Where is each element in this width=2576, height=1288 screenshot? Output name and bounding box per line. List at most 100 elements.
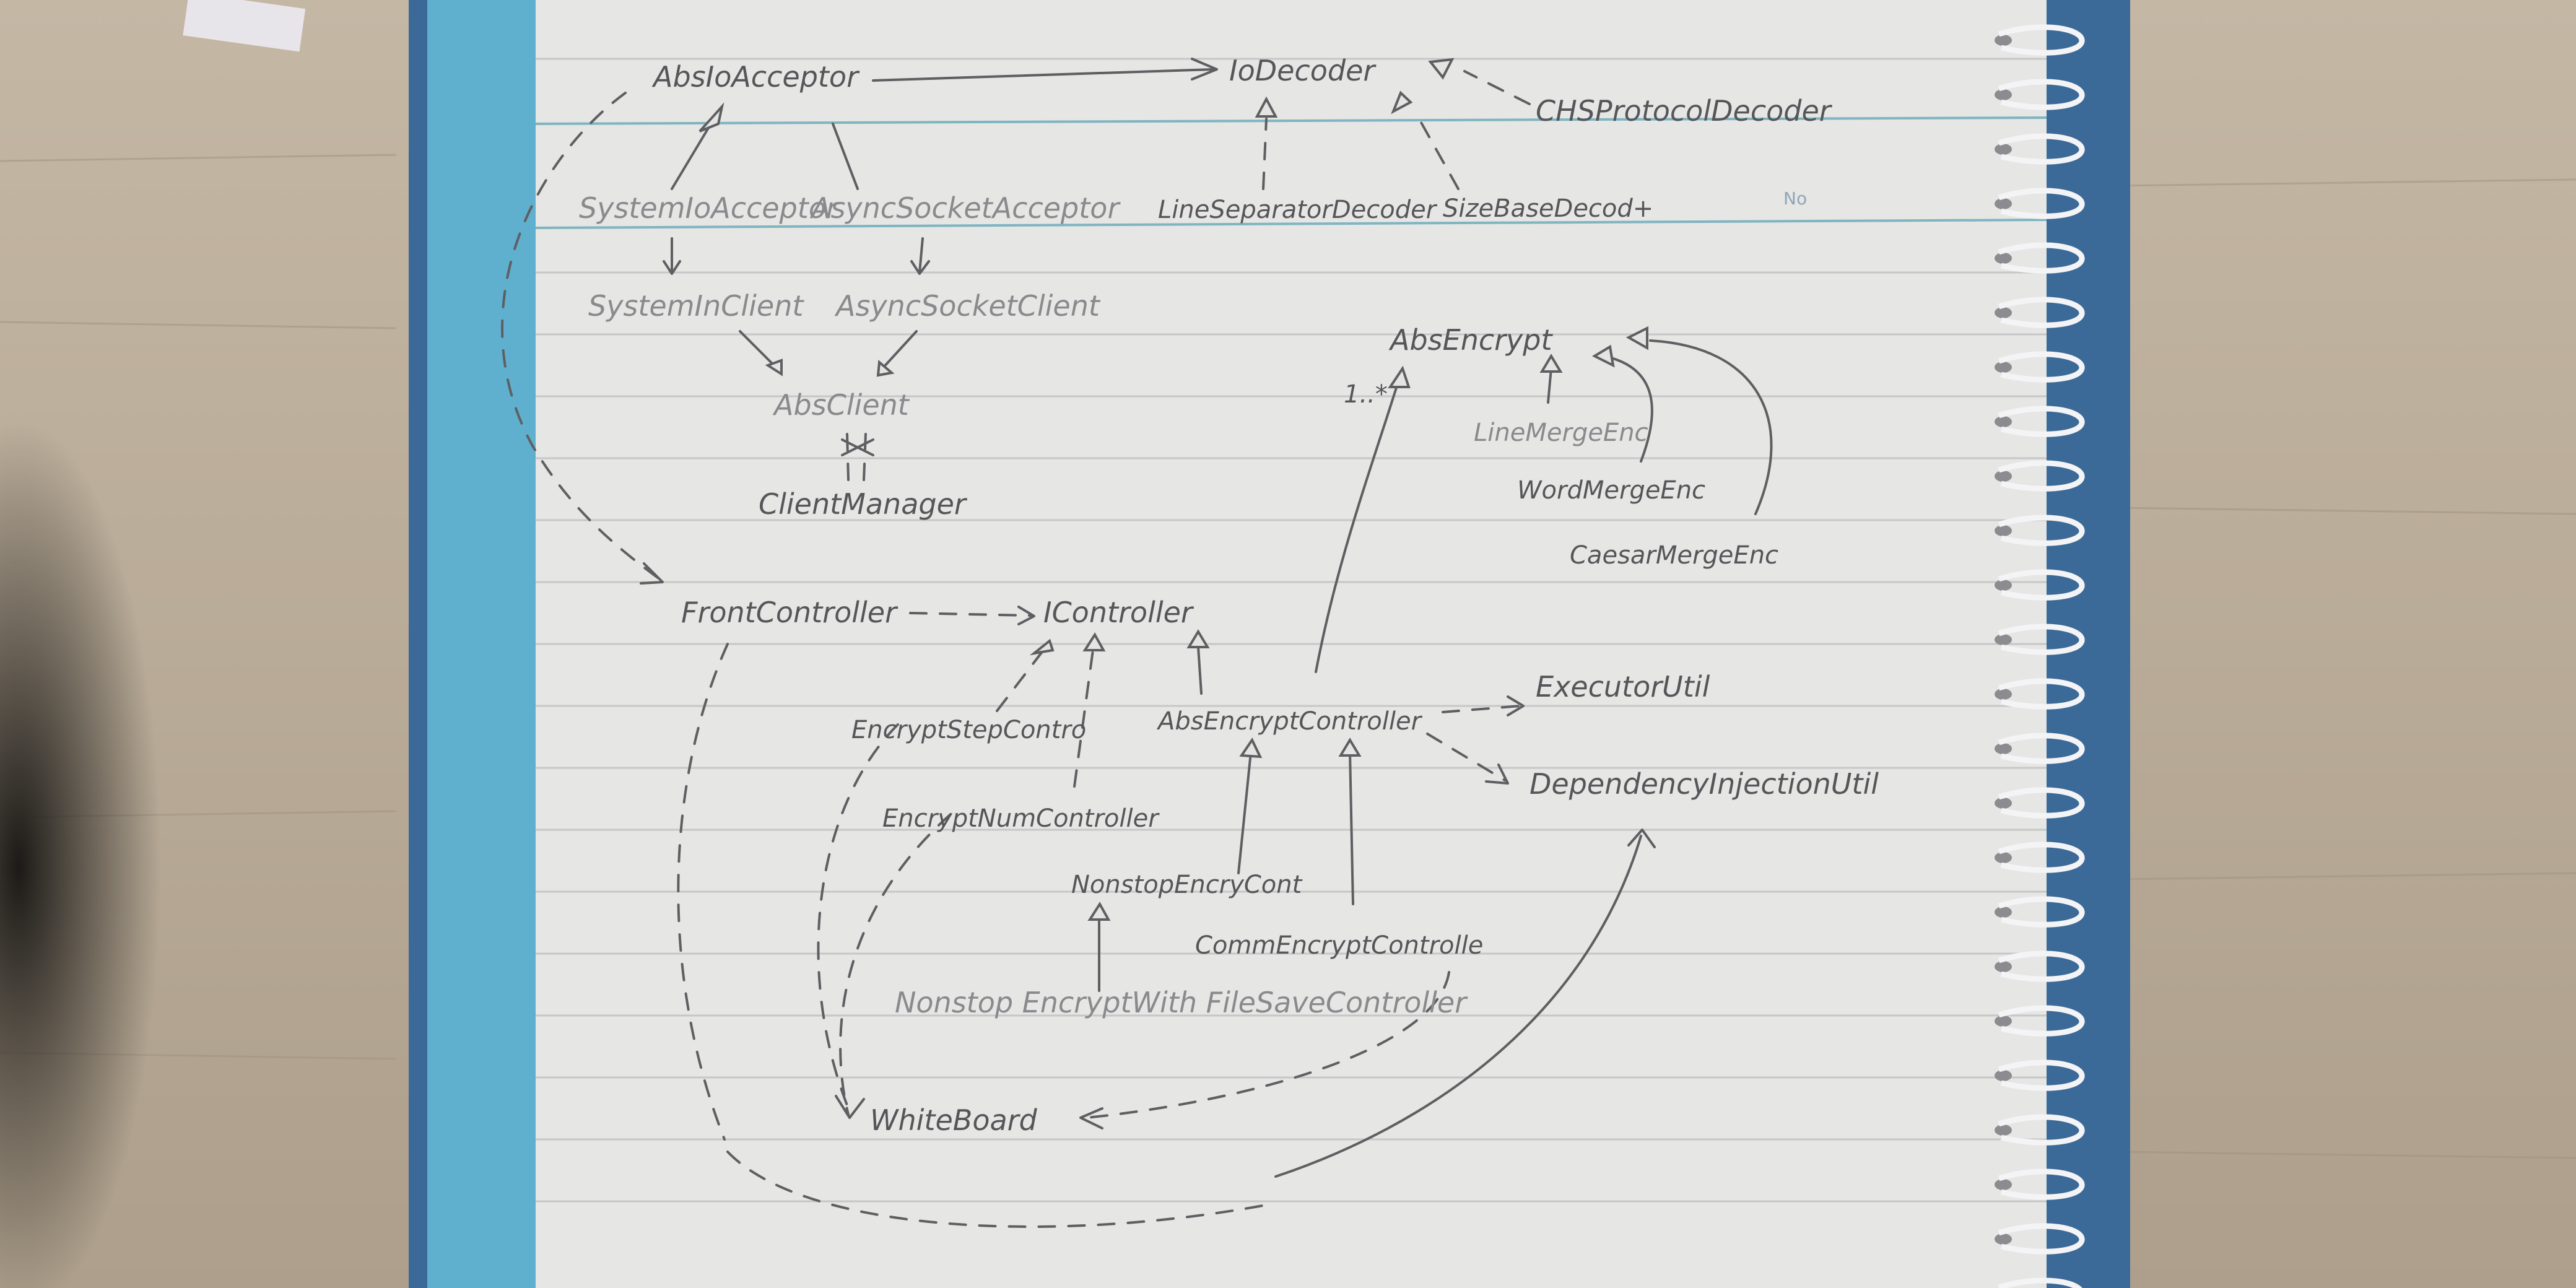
binding-hole	[1995, 634, 2012, 645]
node-dependency-injection-util: DependencyInjectionUtil	[1530, 767, 1879, 801]
node-executor-util: ExecutorUtil	[1536, 670, 1710, 703]
edge-comm-whiteboard	[1086, 971, 1450, 1119]
binding-ring	[1998, 733, 2085, 764]
arrowhead-frontcontroller	[640, 562, 664, 585]
ruled-lines	[536, 58, 2047, 1203]
binding-hole	[1995, 35, 2012, 46]
tri-nonstop	[1087, 902, 1111, 921]
tri-iodecoder-right	[1428, 58, 1455, 80]
header-lines	[535, 116, 2047, 229]
arrowhead-whiteboard-left	[835, 1095, 865, 1119]
binding-hole	[1995, 1179, 2012, 1190]
edge-systemio-absio	[671, 126, 710, 190]
notebook-spine-blue	[427, 0, 536, 1288]
edge-asyncacc-absio	[832, 123, 859, 190]
binding-hole	[1995, 743, 2012, 754]
tri-absclient-left	[765, 359, 783, 376]
edge-bottom-arc	[726, 1151, 1271, 1228]
binding-hole	[1995, 307, 2012, 318]
edge-systeminclient-absclient	[739, 330, 778, 370]
edge-encnum-whiteboard	[839, 813, 952, 1116]
binding-hole	[1995, 852, 2012, 863]
paper-scrap	[183, 0, 306, 52]
edge-asyncclient-absclient	[881, 330, 918, 370]
binding-hole	[1995, 471, 2012, 482]
binding-hole	[1995, 144, 2012, 155]
node-word-merge-enc: WordMergeEnc	[1517, 476, 1705, 505]
tri-icontroller-3	[1186, 629, 1210, 648]
edge-encnum-icontroller	[1073, 649, 1094, 788]
binding-hole	[1995, 416, 2012, 427]
arrowhead-executor	[1507, 695, 1525, 716]
node-nonstop-encrypt-filesave-controller: Nonstop EncryptWith FileSaveController	[895, 986, 1468, 1019]
arrowhead-asyncclient	[910, 260, 930, 275]
edge-clientmanager-absclient-2	[863, 432, 867, 481]
binding-ring	[1998, 842, 2085, 873]
node-abs-io-acceptor: AbsIoAcceptor	[651, 60, 860, 94]
node-line-separator-decoder: LineSeparatorDecoder	[1158, 196, 1438, 224]
binding-ring	[1998, 297, 2085, 328]
multiplicity-label: 1..*	[1344, 380, 1388, 409]
node-io-decoder: IoDecoder	[1229, 54, 1377, 87]
diagram-edges	[501, 58, 1773, 1228]
node-size-base-decoder: SizeBaseDecod+	[1443, 194, 1653, 223]
binding-ring	[1998, 951, 2085, 982]
binding-hole	[1995, 1016, 2012, 1027]
node-async-socket-acceptor: AsyncSocketAcceptor	[809, 191, 1121, 225]
binding-hole	[1995, 198, 2012, 209]
binding-ring	[1998, 188, 2085, 219]
node-line-merge-enc: LineMergeEnc	[1474, 419, 1648, 447]
arrowhead-systeminclient	[663, 260, 681, 275]
edge-sizebase-iodecoder	[1414, 110, 1460, 190]
tri-absencctrl-1	[1239, 738, 1263, 759]
binding-ring	[1998, 1277, 2082, 1288]
binding-hole	[1995, 253, 2012, 264]
edge-chs-iodecoder	[1463, 70, 1531, 105]
tri-iodecoder-linesep	[1255, 96, 1278, 118]
tri-icontroller-2	[1082, 632, 1106, 651]
node-system-in-client: SystemInClient	[588, 289, 804, 323]
binding-hole	[1995, 580, 2012, 591]
binding-ring	[1998, 79, 2085, 110]
tri-absencrypt-bottom	[1388, 365, 1411, 388]
edge-absencctrl-icontroller	[1197, 646, 1203, 695]
node-abs-client: AbsClient	[772, 388, 910, 422]
spiral-binding	[1995, 24, 2085, 1288]
binding-ring	[1998, 1005, 2085, 1037]
binding-ring	[1998, 678, 2085, 710]
edge-asyncacc-asyncclient	[918, 237, 924, 274]
edge-absencctrl-executor	[1442, 705, 1521, 713]
node-encrypt-num-controller: EncryptNumController	[882, 804, 1160, 833]
binding-ring	[1998, 1223, 2085, 1255]
binding-ring	[1998, 242, 2085, 274]
tri-absencrypt-1	[1539, 354, 1563, 373]
node-encrypt-step-controller: EncryptStepContro	[851, 716, 1086, 744]
binding-hole	[1995, 362, 2012, 373]
binding-ring	[1998, 406, 2085, 437]
binding-hole	[1995, 1234, 2012, 1245]
page-no-mark: No	[1783, 188, 1807, 209]
edge-encstep-whiteboard	[817, 723, 899, 1110]
node-nonstop-encrypt-controller: NonstopEncryCont	[1071, 871, 1303, 899]
binding-ring	[1998, 896, 2085, 928]
binding-ring	[1998, 351, 2085, 383]
edge-wordmerge-absencrypt	[1603, 355, 1653, 463]
binding-hole	[1995, 907, 2012, 918]
binding-hole	[1995, 689, 2012, 700]
tri-absio-1	[698, 102, 724, 133]
diagram-labels: AbsIoAcceptor IoDecoder CHSProtocolDecod…	[579, 54, 1879, 1137]
arrowhead-di	[1485, 764, 1509, 785]
node-front-controller: FrontController	[681, 596, 899, 629]
binding-hole	[1995, 798, 2012, 809]
binding-hole	[1995, 961, 2012, 972]
binding-ring	[1998, 133, 2085, 165]
arrowhead-di-bottom	[1627, 829, 1656, 848]
edge-absioacceptor-iodecoder	[872, 68, 1215, 82]
edge-absencctrl-di	[1426, 733, 1506, 781]
arrowhead-icontroller	[1017, 606, 1035, 625]
binding-hole	[1995, 1070, 2012, 1081]
binding-ring	[1998, 460, 2085, 492]
tri-icontroller-1	[1029, 638, 1055, 656]
node-abs-encrypt: AbsEncrypt	[1388, 323, 1553, 357]
